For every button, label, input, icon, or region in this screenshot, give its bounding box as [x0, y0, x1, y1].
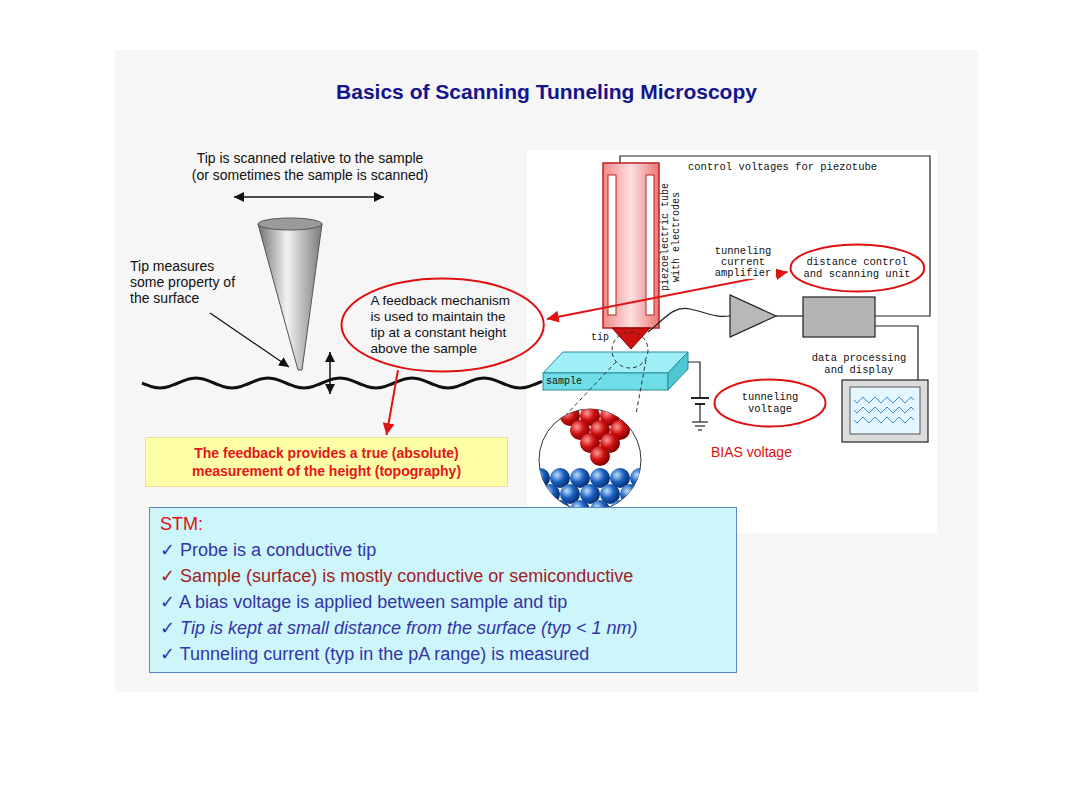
bias-circuit: [691, 397, 709, 399]
sample-slab: [543, 373, 668, 390]
bias-circuit: [688, 362, 709, 430]
ellipse-outline: [790, 245, 924, 292]
ellipse-outline: [715, 380, 826, 427]
sample-atom: [540, 484, 560, 504]
schematic-panel: [527, 150, 937, 533]
current-wire: [648, 308, 730, 332]
control-unit-box: [803, 297, 875, 337]
gap-arrow: [330, 352, 331, 394]
box-heading: STM:: [160, 511, 726, 537]
box-text: A feedback mechanism is used to maintain…: [370, 293, 515, 357]
tip-cone: [258, 218, 322, 370]
piezo-tube: [608, 175, 616, 315]
box-text: ✓ Tip is kept at small distance from the…: [160, 615, 726, 641]
node-text-block: STM:✓ Probe is a conductive tip✓ Sample …: [160, 511, 726, 667]
piezo-tube: [646, 175, 654, 315]
piezo-tube: [603, 163, 659, 349]
part-label: tunneling current amplifier: [710, 246, 776, 279]
box-text: tunneling voltage: [738, 391, 802, 415]
sample-atom: [620, 484, 640, 504]
sample-slab: [543, 352, 688, 390]
monitor: [842, 380, 928, 442]
callout-ellipse: distance control and scanning unit: [789, 243, 926, 293]
current-wire: [776, 315, 803, 316]
callout-ellipse: A feedback mechanism is used to maintain…: [340, 277, 545, 373]
current-wire: [648, 308, 803, 332]
monitor: [850, 387, 920, 434]
magnifier: [612, 332, 648, 368]
tip-cone: [258, 224, 322, 370]
scan-arrow: [234, 196, 384, 198]
title: Basics of Scanning Tunneling Microscopy: [115, 80, 978, 104]
box-text: ✓ Tunneling current (typ in the pA range…: [160, 641, 726, 667]
control-wire: [620, 156, 930, 380]
display-wave: [854, 407, 914, 413]
scan-note: Tip is scanned relative to the sample (o…: [188, 150, 432, 184]
bias-circuit: [688, 362, 700, 398]
box-text: The feedback provides a true (absolute) …: [154, 444, 499, 480]
box-text: ✓ Sample (surface) is mostly conductive …: [160, 563, 726, 589]
leader-line: [210, 313, 289, 367]
control-wire: [620, 156, 930, 316]
summary-box: STM:✓ Probe is a conductive tip✓ Sample …: [149, 507, 737, 673]
ellipse-outline: [342, 279, 544, 372]
box-text: ✓ A bias voltage is applied between samp…: [160, 589, 726, 615]
box-text: ✓ Probe is a conductive tip: [160, 537, 726, 563]
note-box: The feedback provides a true (absolute) …: [145, 437, 508, 487]
tip-cone: [258, 218, 322, 230]
leader-line: [210, 313, 289, 367]
surface-line: [142, 378, 542, 388]
node-text-block: tunneling voltage: [738, 391, 802, 415]
monitor: [854, 397, 914, 423]
display-wave: [854, 397, 914, 403]
monitor: [842, 380, 928, 442]
box-text: distance control and scanning unit: [801, 256, 913, 280]
wire-label: control voltages for piezotube: [688, 161, 888, 173]
bias-circuit: [695, 425, 705, 426]
annotation: BIAS voltage: [711, 444, 831, 461]
part-label: data processing and display: [809, 352, 909, 376]
gap-arrow: [329, 352, 331, 394]
connector-arrow: [387, 370, 398, 435]
background-panel: [115, 50, 978, 692]
node-text-block: A feedback mechanism is used to maintain…: [370, 293, 515, 357]
part-label: sample: [546, 376, 606, 387]
callout-ellipse: tunneling voltage: [713, 378, 827, 428]
node-text-block: The feedback provides a true (absolute) …: [154, 444, 499, 480]
scan-arrow: [234, 197, 384, 198]
part-label: piezoelectric tube with electrodes: [660, 181, 682, 293]
magnifier: [546, 332, 648, 436]
magnifier: [636, 360, 646, 414]
bias-circuit: [698, 429, 702, 430]
amplifier-symbol: [730, 295, 776, 337]
atoms: [530, 406, 650, 520]
display-wave: [854, 417, 914, 423]
tip-atom: [590, 446, 610, 466]
bias-circuit: [699, 404, 700, 422]
tip-note: Tip measures some property of the surfac…: [130, 258, 248, 306]
bias-circuit: [692, 421, 708, 422]
node-text-block: distance control and scanning unit: [801, 256, 913, 280]
part-label: tip: [591, 332, 611, 343]
sample-slab: [668, 352, 688, 390]
